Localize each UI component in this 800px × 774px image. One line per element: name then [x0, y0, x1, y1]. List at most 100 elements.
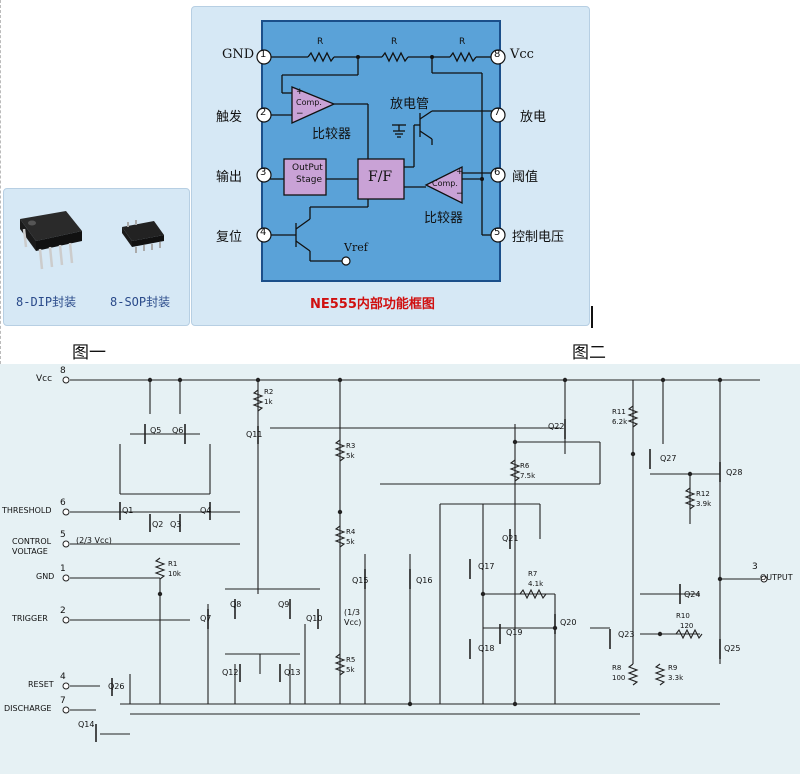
pin-name-gnd: GND [222, 47, 255, 62]
internal-schematic: 8 Vcc 6 THRESHOLD 5 CONTROL VOLTAGE (2/3… [0, 364, 800, 774]
r5-value: 5k [346, 666, 355, 674]
q8-label: Q8 [230, 600, 242, 609]
figure-2-label: 图二 [572, 343, 606, 363]
package-illustrations [20, 211, 164, 270]
q14-label: Q14 [78, 720, 95, 729]
r12-value: 3.9k [696, 500, 712, 508]
pin-num-8: 8 [494, 49, 501, 60]
q17-label: Q17 [478, 562, 495, 571]
r6-name: R6 [520, 462, 530, 470]
pin-name-vcc: Vcc [510, 47, 534, 62]
left-dashed-border [0, 0, 3, 364]
figure-1-label: 图一 [72, 343, 106, 363]
sch-trig-note-1: (1/3 [344, 608, 360, 617]
sch-pin-num-output: 3 [752, 562, 758, 572]
sch-pin-num-discharge: 7 [60, 696, 66, 706]
q21-label: Q21 [502, 534, 519, 543]
pin-num-7: 7 [494, 107, 501, 118]
ff-label: F/F [368, 169, 393, 185]
sch-pin-control: CONTROL [12, 537, 52, 546]
q26-label: Q26 [108, 682, 125, 691]
pin-name-reset: 复位 [216, 230, 243, 245]
q1-label: Q1 [122, 506, 134, 515]
r1-name: R1 [168, 560, 178, 568]
q7-label: Q7 [200, 614, 212, 623]
q9-label: Q9 [278, 600, 290, 609]
comp1-plus: + [296, 87, 304, 97]
chip-body [261, 20, 501, 282]
q23-label: Q23 [618, 630, 635, 639]
pin-name-output: 输出 [216, 170, 243, 185]
r10-value: 120 [680, 622, 694, 630]
q27-label: Q27 [660, 454, 677, 463]
pin-name-trigger: 触发 [216, 110, 243, 125]
q10-label: Q10 [306, 614, 323, 623]
vref-label: Vref [344, 241, 368, 254]
comparator-2 [424, 165, 463, 205]
block-diagram-caption: NE555内部功能框图 [310, 297, 435, 312]
output-stage-line1: OutPut [292, 163, 323, 173]
r7-value: 4.1k [528, 580, 544, 588]
resistor-label-1: R [317, 37, 324, 47]
schematic-wires [62, 376, 768, 742]
comp2-minus: − [456, 189, 464, 199]
r4-name: R4 [346, 528, 356, 536]
sch-pin-num-control: 5 [60, 530, 66, 540]
r2-value: 1k [264, 398, 273, 406]
sch-pin-num-reset: 4 [60, 672, 66, 682]
pin-name-control-voltage: 控制电压 [512, 230, 565, 245]
block-diagram [256, 20, 506, 282]
pin-num-3: 3 [260, 167, 267, 178]
q11-label: Q11 [246, 430, 263, 439]
comp1-label: Comp. [296, 98, 322, 107]
sch-pin-output: OUTPUT [760, 573, 793, 582]
r3-name: R3 [346, 442, 356, 450]
sch-pin-discharge: DISCHARGE [4, 704, 52, 713]
pin-name-threshold: 阈值 [512, 170, 539, 185]
resistor-label-2: R [391, 37, 398, 47]
tick-mark [591, 306, 593, 328]
sop-caption: 8-SOP封装 [110, 295, 171, 309]
output-stage-line2: Stage [296, 175, 323, 185]
block-diagram-panel: 1 2 3 4 8 7 6 5 GND 触发 输出 复位 Vcc 放电 阈值 控… [191, 6, 590, 326]
r9-value: 3.3k [668, 674, 684, 682]
sch-cv-note: (2/3 Vcc) [76, 536, 112, 545]
sop-chip-icon [122, 220, 164, 253]
q2-label: Q2 [152, 520, 164, 529]
vref-node [341, 256, 351, 266]
pin-num-6: 6 [494, 167, 501, 178]
q28-label: Q28 [726, 468, 743, 477]
q4-label: Q4 [200, 506, 212, 515]
r11-name: R11 [612, 408, 626, 416]
pin-num-2: 2 [260, 107, 267, 118]
q13-label: Q13 [284, 668, 301, 677]
sch-pin-vcc: Vcc [36, 374, 53, 384]
q25-label: Q25 [724, 644, 741, 653]
q16-label: Q16 [416, 576, 433, 585]
comp2-plus: + [456, 167, 464, 177]
output-stage-block [283, 158, 327, 196]
sch-trig-note-2: Vcc) [344, 618, 362, 627]
r12-name: R12 [696, 490, 710, 498]
sch-pin-trigger: TRIGGER [12, 614, 48, 623]
sch-pin-num-threshold: 6 [60, 498, 66, 508]
discharge-transistor-text: 放电管 [390, 97, 430, 112]
q6-label: Q6 [172, 426, 184, 435]
q15-label: Q15 [352, 576, 369, 585]
r5-name: R5 [346, 656, 356, 664]
q22-label: Q22 [548, 422, 565, 431]
q5-label: Q5 [150, 426, 162, 435]
pin-name-discharge: 放电 [520, 110, 547, 125]
sch-pin-threshold: THRESHOLD [2, 506, 52, 515]
flip-flop-block [357, 158, 405, 200]
q18-label: Q18 [478, 644, 495, 653]
r10-name: R10 [676, 612, 690, 620]
q12-label: Q12 [222, 668, 239, 677]
pin-num-5: 5 [494, 227, 501, 238]
resistor-label-3: R [459, 37, 466, 47]
pin-num-1: 1 [260, 49, 267, 60]
sch-pin-num-gnd: 1 [60, 564, 66, 574]
q24-label: Q24 [684, 590, 701, 599]
r9-name: R9 [668, 664, 678, 672]
r8-name: R8 [612, 664, 622, 672]
